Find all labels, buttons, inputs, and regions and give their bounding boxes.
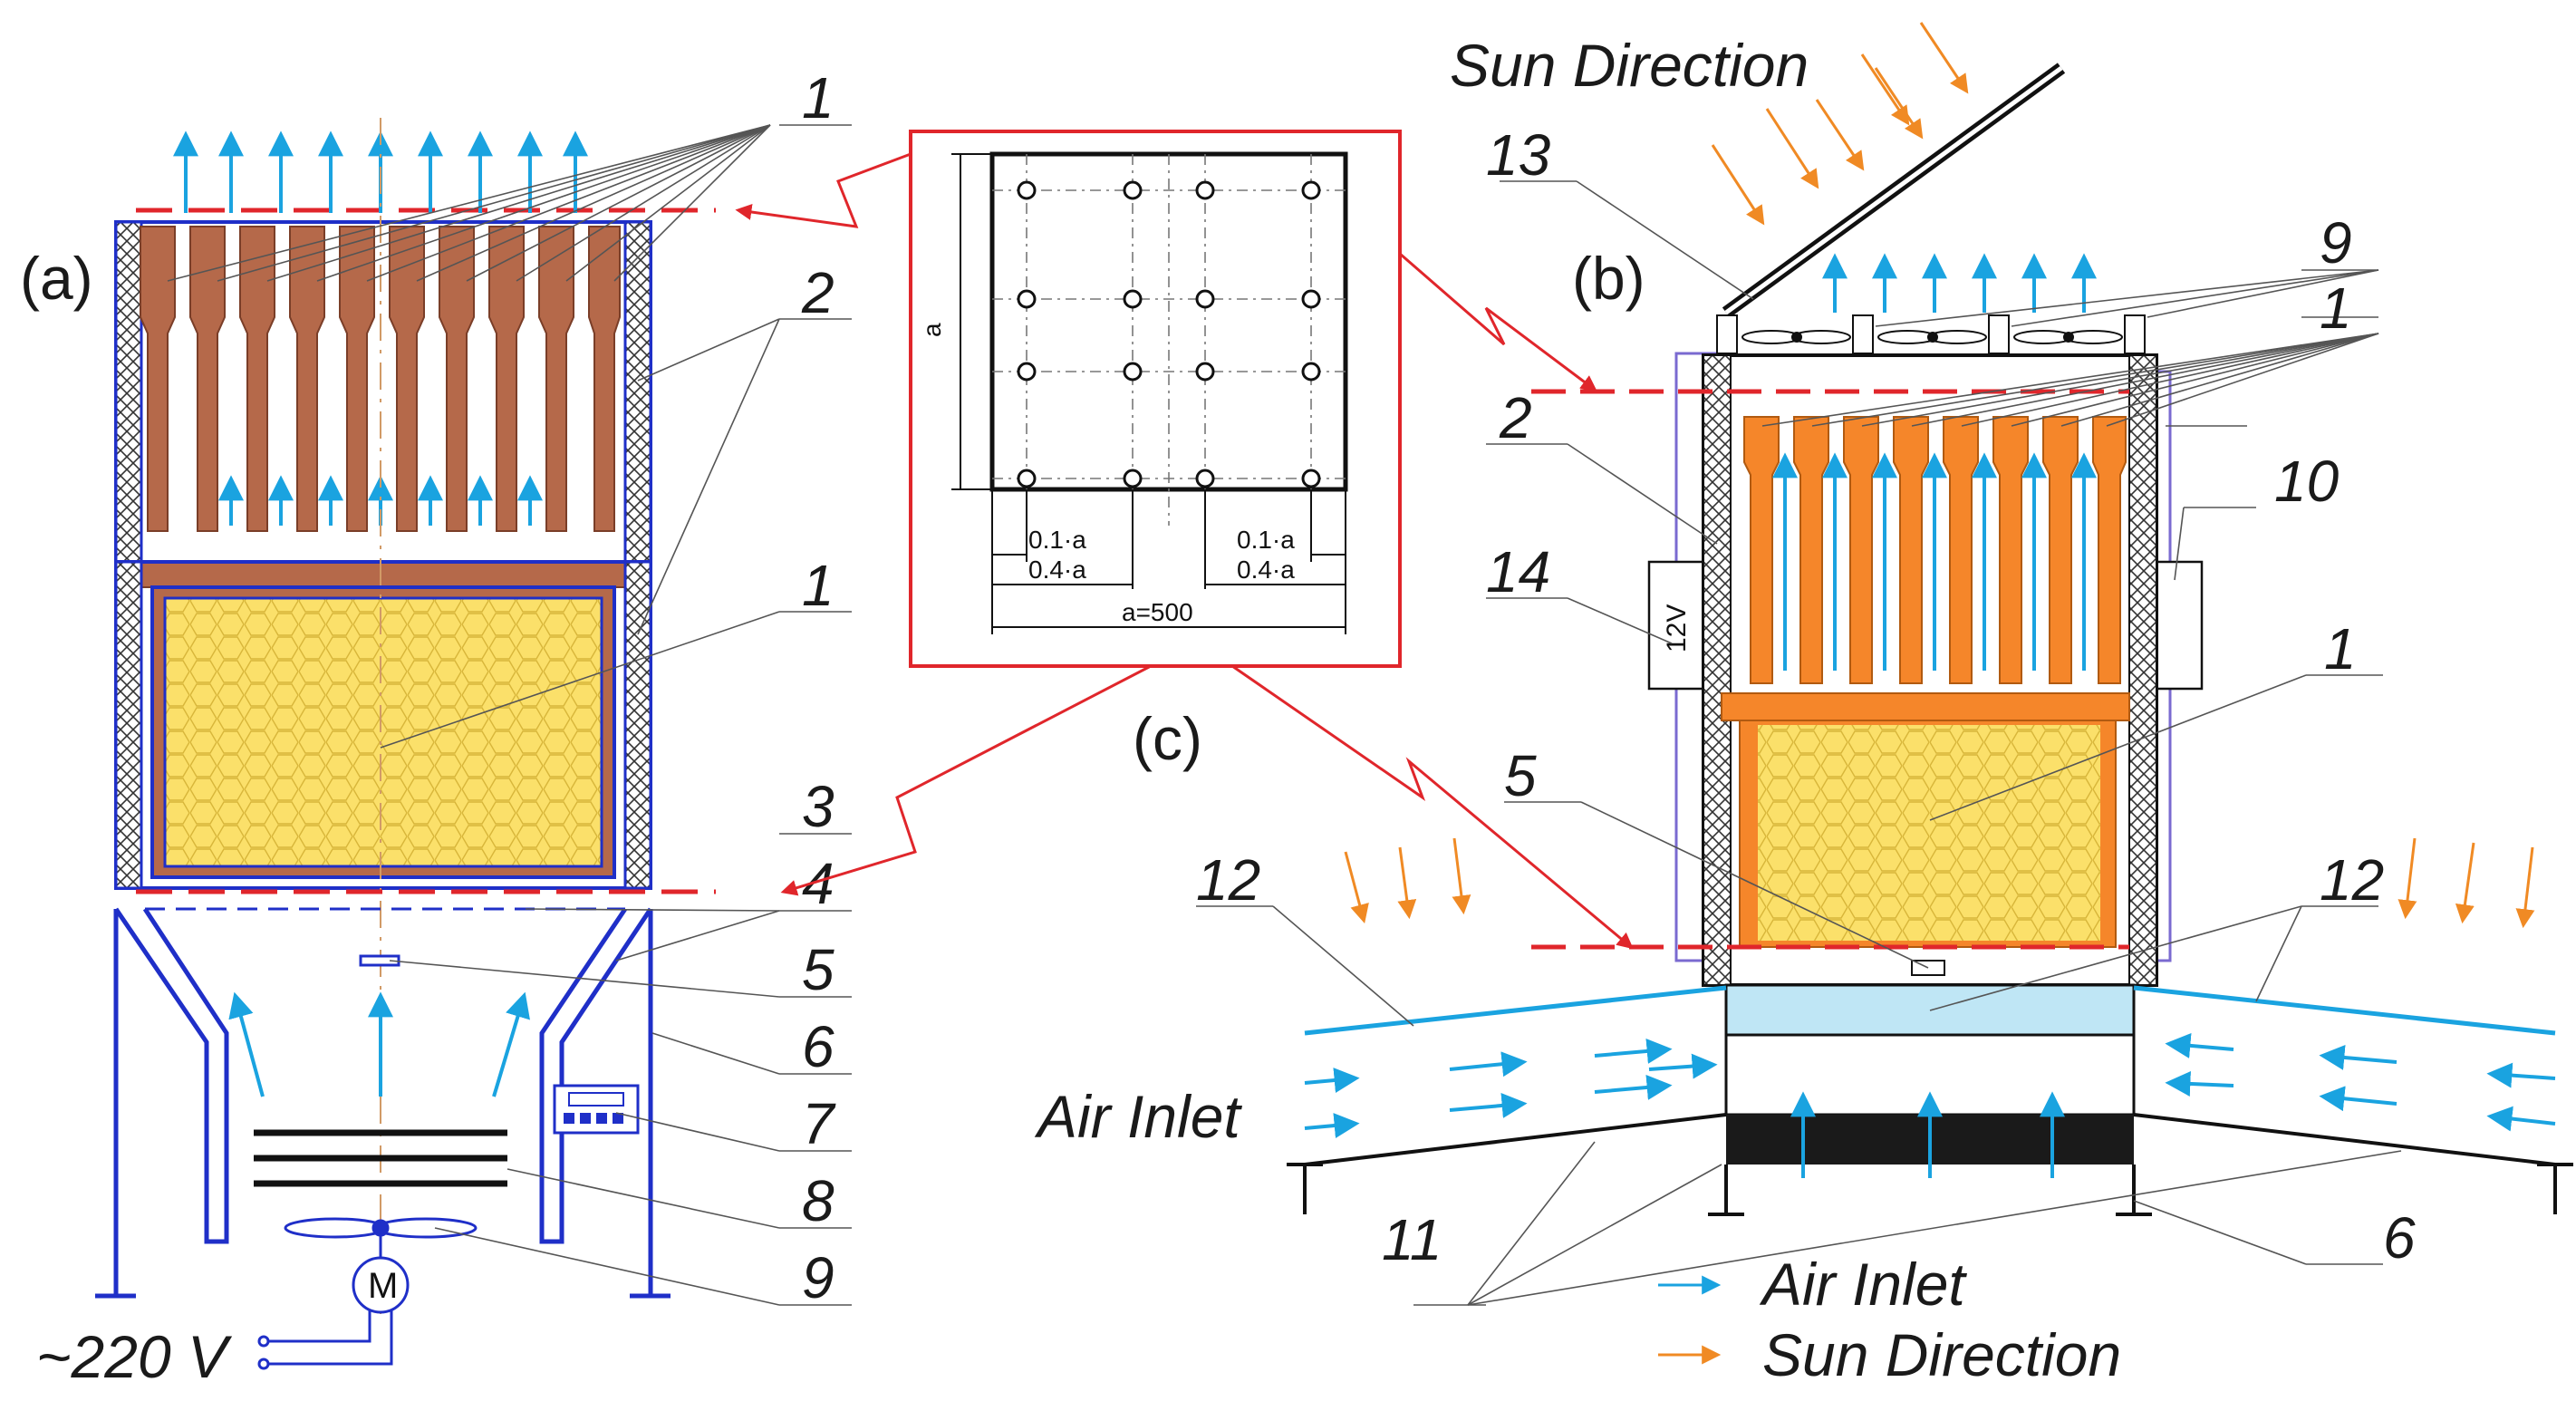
panel-a-label: (a) — [20, 245, 93, 312]
dim-left-01a: 0.1·a — [1028, 526, 1086, 554]
label-a-7: 7 — [802, 1091, 836, 1156]
dim-side-a: a — [918, 323, 946, 337]
label-b-11: 11 — [1382, 1207, 1442, 1272]
label-a-2: 2 — [801, 260, 835, 325]
label-b-14: 14 — [1486, 539, 1550, 604]
legend-sun-direction: Sun Direction — [1762, 1321, 2121, 1388]
air-arrows-b — [1304, 1032, 2556, 1178]
label-b-10: 10 — [2274, 449, 2340, 514]
label-a-1-mid: 1 — [802, 553, 835, 618]
fan-9-icon — [284, 1217, 478, 1314]
nozzle-holes-c — [1017, 180, 1321, 488]
panel-c: a 0.1·a 0.4·a 0.1·a 0.4·a a=500 (c) — [735, 130, 1634, 950]
label-b-1-mid: 1 — [2324, 616, 2357, 681]
panel-a: M — [20, 65, 852, 1390]
label-b-6: 6 — [2383, 1205, 2416, 1271]
label-b-13: 13 — [1486, 122, 1551, 188]
sun-arrows-b — [1344, 22, 2535, 929]
heat-pipes-a — [140, 226, 621, 532]
label-b-12-left: 12 — [1196, 847, 1260, 913]
dim-left-04a: 0.4·a — [1028, 556, 1086, 584]
heat-pipes-b — [1743, 416, 2127, 684]
dim-total: a=500 — [1122, 598, 1193, 626]
label-b-5: 5 — [1504, 743, 1537, 808]
panel-b-label: (b) — [1572, 245, 1645, 312]
fans-9-icon — [1716, 314, 2146, 354]
label-a-6: 6 — [802, 1014, 835, 1079]
label-b-1-top: 1 — [2320, 275, 2352, 341]
grid-lines-c — [992, 154, 1346, 526]
panel-c-label: (c) — [1133, 705, 1202, 772]
dim-right-01a: 0.1·a — [1237, 526, 1295, 554]
label-b-2: 2 — [1499, 385, 1532, 450]
panel-b: 12V — [1034, 22, 2573, 1306]
label-a-3: 3 — [802, 774, 835, 839]
label-a-5: 5 — [802, 937, 835, 1002]
label-a-9: 9 — [802, 1245, 835, 1310]
controller-7-icon — [553, 1084, 640, 1135]
label-b-9: 9 — [2320, 210, 2352, 275]
dim-right-04a: 0.4·a — [1237, 556, 1295, 584]
air-inlet-label: Air Inlet — [1034, 1083, 1242, 1150]
label-a-8: 8 — [802, 1168, 835, 1233]
label-a-1-top: 1 — [802, 65, 835, 130]
power-label: ~220 V — [36, 1323, 233, 1390]
motor-label: M — [368, 1266, 398, 1306]
battery-label: 12V — [1662, 604, 1692, 652]
label-b-12-right: 12 — [2320, 847, 2384, 913]
legend-air-inlet: Air Inlet — [1759, 1251, 1967, 1318]
sun-direction-top: Sun Direction — [1450, 32, 1809, 99]
legend: Air Inlet Sun Direction — [1658, 1251, 2121, 1388]
